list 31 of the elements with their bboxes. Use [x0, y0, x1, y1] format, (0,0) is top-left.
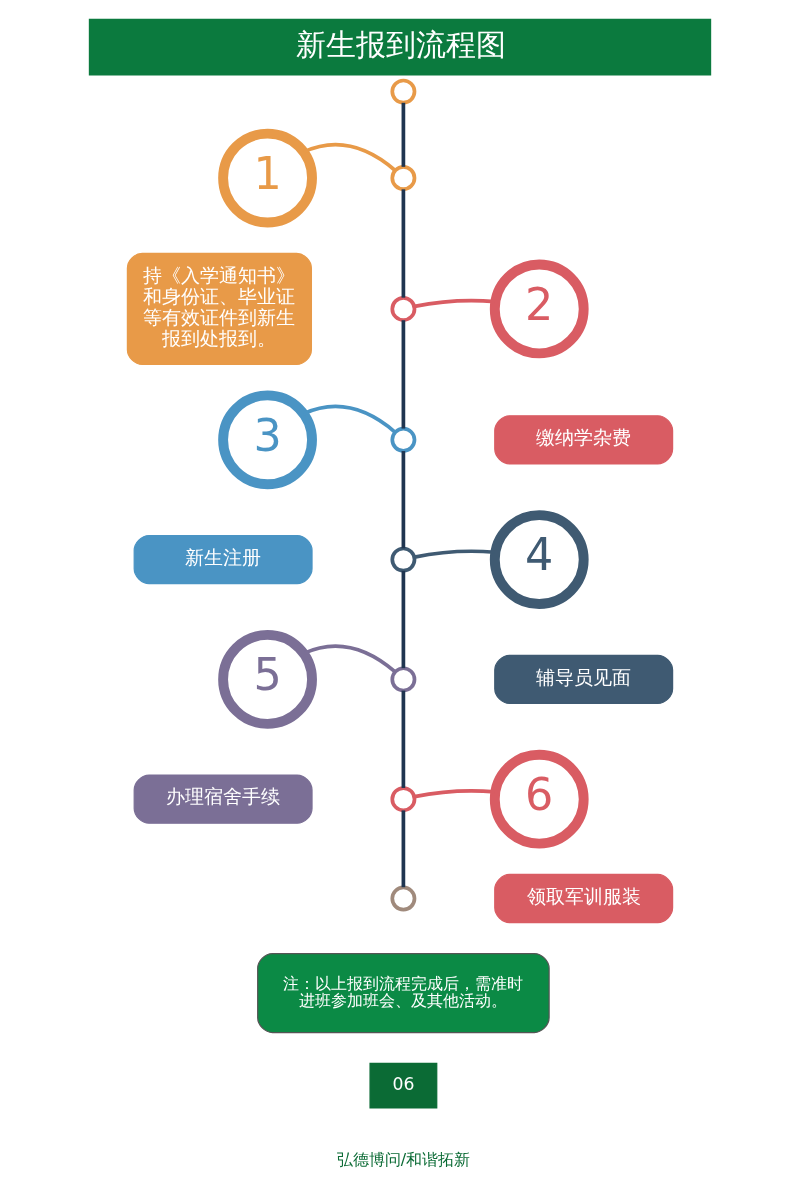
node-circle: 3: [217, 390, 317, 490]
node-circle: [389, 165, 416, 191]
node-circle: 2: [489, 259, 589, 359]
node-circle: 1: [217, 128, 317, 228]
node-box: 领取军训服装: [493, 873, 673, 924]
label: 06: [391, 1074, 414, 1095]
connector: [401, 570, 405, 669]
node-circle: [389, 546, 416, 573]
node-box: 办理宿舍手续: [133, 774, 313, 824]
node-circle: [389, 786, 416, 813]
node-circle: 5: [217, 630, 317, 729]
node-circle: [389, 885, 416, 912]
connector: [401, 102, 405, 167]
connector: [401, 810, 405, 888]
node-circle: [389, 78, 416, 105]
connector: [401, 690, 405, 788]
node-box: 注：以上报到流程完成后，需准时进班参加班会、及其他活动。: [256, 952, 550, 1034]
node-circle: [389, 426, 416, 453]
node-circle: 4: [489, 510, 589, 609]
connector: [401, 451, 405, 549]
node-circle: [389, 666, 416, 693]
node-box: 辅导员见面: [493, 654, 673, 705]
node-circle: [389, 295, 416, 322]
diagram-title: 新生报到流程图: [295, 26, 506, 62]
connector: [401, 320, 405, 429]
node-circle: 6: [489, 749, 589, 849]
node-box: 缴纳学杂费: [493, 415, 673, 465]
connector: [401, 189, 405, 298]
node-box: 持《入学通知书》和身份证、毕业证等有效证件到新生报到处报到。: [126, 252, 312, 366]
node-box: 新生注册: [133, 534, 313, 585]
label: 弘德博问/和谐拓新: [336, 1150, 470, 1170]
